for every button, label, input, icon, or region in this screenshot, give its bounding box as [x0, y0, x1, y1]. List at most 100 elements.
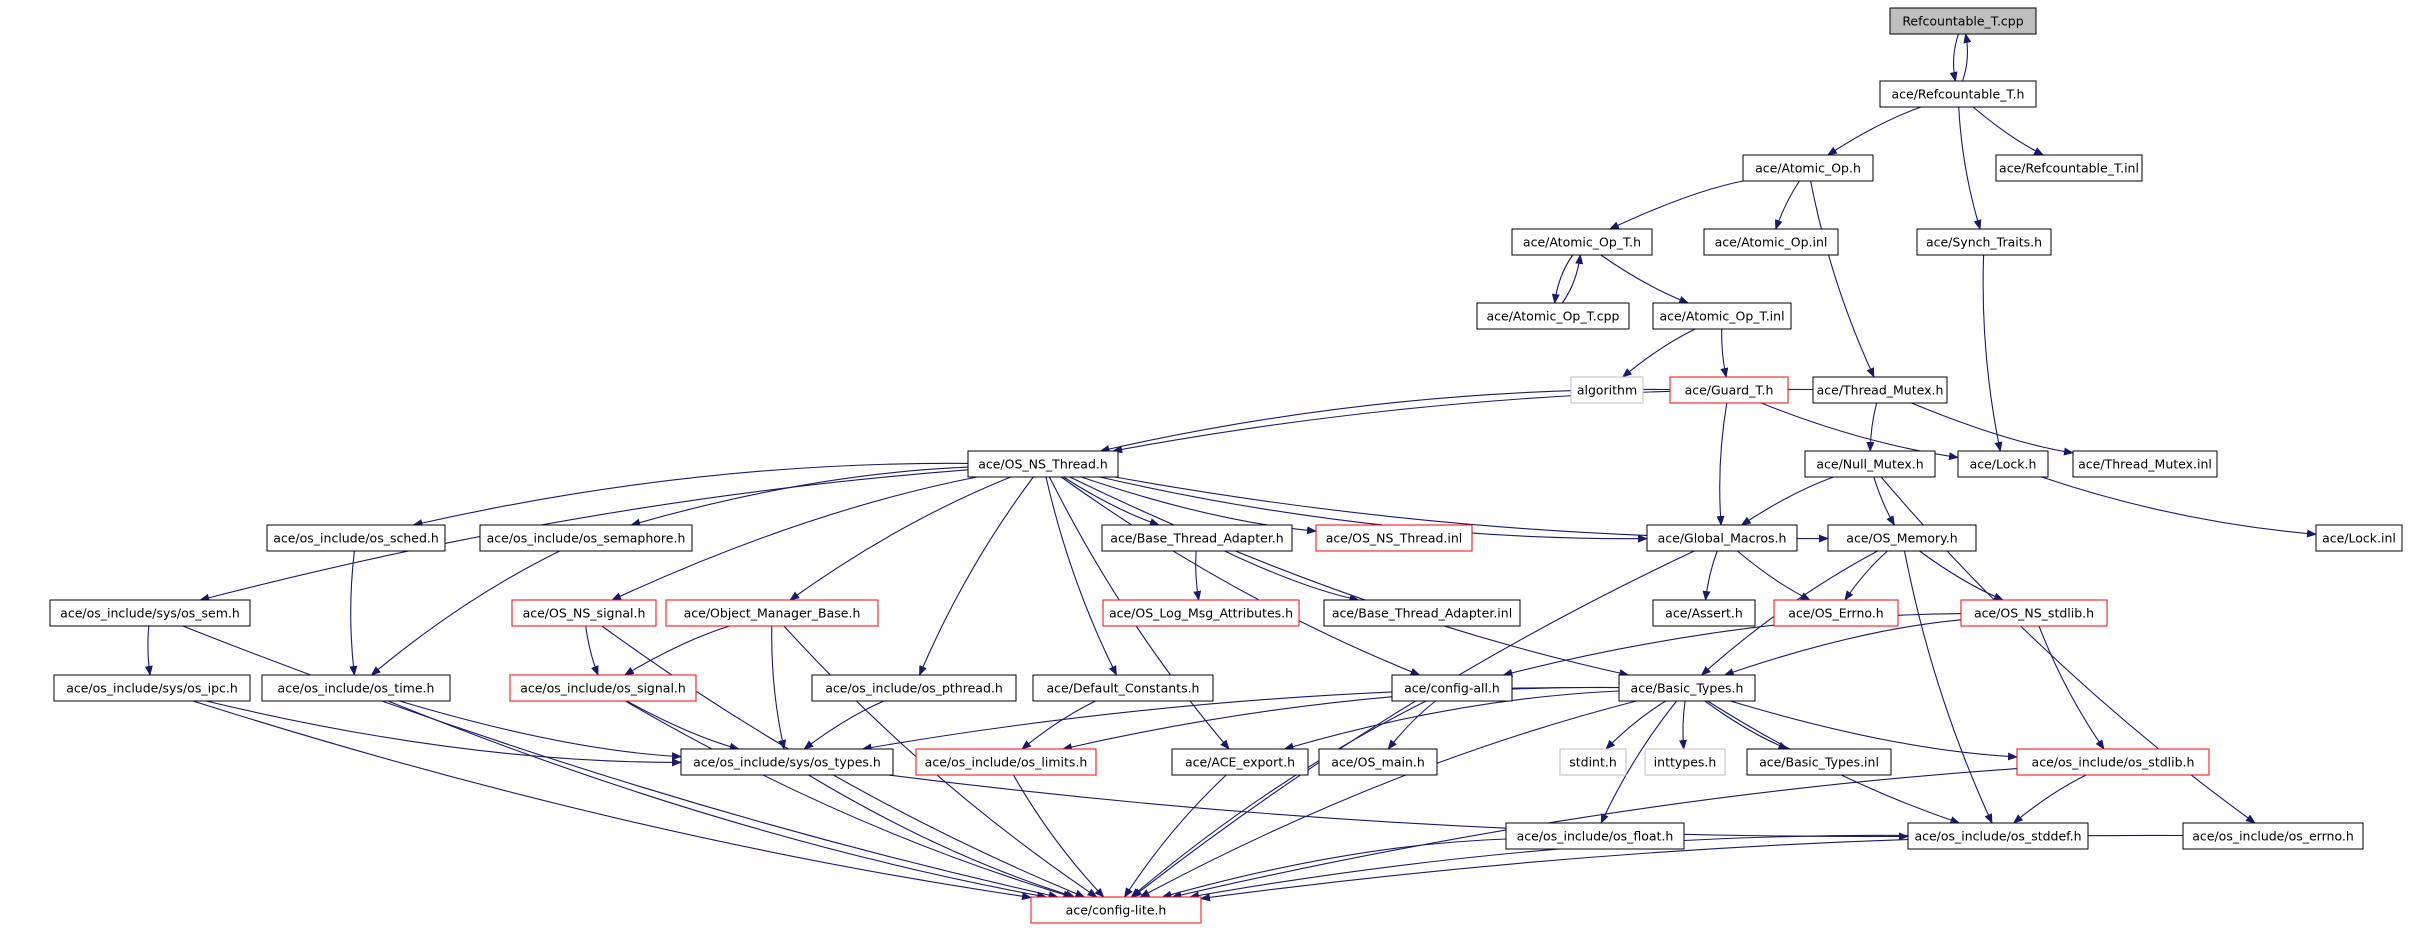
node-ace-global-macros-h[interactable]: ace/Global_Macros.h [1646, 524, 1798, 552]
node-ace-atomic-op-inl[interactable]: ace/Atomic_Op.inl [1703, 228, 1839, 256]
node-box [2016, 748, 2210, 776]
node-algorithm: algorithm [1570, 376, 1644, 404]
node-ace-refcountable-t-h[interactable]: ace/Refcountable_T.h [1879, 80, 2037, 108]
node-ace-os-include-os-stddef-h[interactable]: ace/os_include/os_stddef.h [1907, 822, 2089, 850]
node-ace-atomic-op-t-cpp[interactable]: ace/Atomic_Op_T.cpp [1476, 302, 1630, 330]
node-ace-os-include-os-stdlib-h[interactable]: ace/os_include/os_stdlib.h [2016, 748, 2210, 776]
node-ace-os-include-sys-os-ipc-h[interactable]: ace/os_include/sys/os_ipc.h [53, 674, 251, 702]
node-box [1960, 599, 2108, 627]
node-label: ace/Global_Macros.h [1658, 531, 1787, 546]
node-label: ace/Base_Thread_Adapter.h [1110, 531, 1283, 546]
node-box [1505, 822, 1685, 850]
edge-ace-os-include-sys-os-types-h-to-ace-config-lite-h [808, 774, 1076, 899]
node-ace-os-ns-thread-inl[interactable]: ace/OS_NS_Thread.inl [1315, 524, 1473, 552]
node-ace-thread-mutex-inl[interactable]: ace/Thread_Mutex.inl [2072, 450, 2218, 478]
node-box [49, 599, 251, 627]
node-label: ace/Lock.h [1970, 457, 2037, 472]
node-label: ace/Atomic_Op_T.cpp [1487, 309, 1620, 324]
node-ace-os-include-os-errno-h[interactable]: ace/os_include/os_errno.h [2182, 822, 2364, 850]
node-ace-os-include-os-pthread-h[interactable]: ace/os_include/os_pthread.h [811, 674, 1017, 702]
node-box [1032, 674, 1214, 702]
node-ace-basic-types-inl[interactable]: ace/Basic_Types.inl [1746, 748, 1892, 776]
node-box [680, 748, 894, 776]
node-box [1644, 748, 1726, 776]
node-ace-os-log-msg-attributes-h[interactable]: ace/OS_Log_Msg_Attributes.h [1102, 599, 1300, 627]
edge-ace-atomic-op-t-h-to-ace-atomic-op-t-cpp [1551, 254, 1574, 304]
node-label: ace/Basic_Types.h [1631, 681, 1744, 696]
node-ace-null-mutex-h[interactable]: ace/Null_Mutex.h [1804, 450, 1936, 478]
node-ace-assert-h[interactable]: ace/Assert.h [1652, 599, 1756, 627]
node-label: ace/OS_NS_stdlib.h [1974, 606, 2094, 621]
node-label: ace/Synch_Traits.h [1926, 235, 2042, 250]
node-ace-guard-t-h[interactable]: ace/Guard_T.h [1669, 376, 1789, 404]
edge-ace-os-ns-thread-h-to-ace-object-manager-base-h [789, 476, 1012, 601]
edge-ace-basic-types-h-to-ace-config-lite-h [1139, 700, 1637, 898]
node-box [1916, 228, 2052, 256]
node-box [1827, 524, 1977, 552]
node-ace-os-errno-h[interactable]: ace/OS_Errno.h [1773, 599, 1899, 627]
node-ace-os-include-os-sched-h[interactable]: ace/os_include/os_sched.h [266, 524, 446, 552]
node-ace-atomic-op-t-h[interactable]: ace/Atomic_Op_T.h [1511, 228, 1653, 256]
node-ace-os-include-os-signal-h[interactable]: ace/os_include/os_signal.h [509, 674, 697, 702]
node-ace-basic-types-h[interactable]: ace/Basic_Types.h [1618, 674, 1756, 702]
edge-ace-object-manager-base-h-to-ace-os-include-sys-os-types-h [771, 625, 787, 750]
node-label: ace/Default_Constants.h [1047, 681, 1200, 696]
node-box [1669, 376, 1789, 404]
edge-ace-os-include-os-stdlib-h-to-ace-config-lite-h [1171, 768, 2018, 899]
node-box [1646, 524, 1798, 552]
node-label: ace/OS_main.h [1331, 755, 1425, 770]
node-ace-os-include-os-float-h[interactable]: ace/os_include/os_float.h [1505, 822, 1685, 850]
node-box [665, 599, 879, 627]
node-ace-os-include-sys-os-types-h[interactable]: ace/os_include/sys/os_types.h [680, 748, 894, 776]
node-ace-os-ns-thread-h[interactable]: ace/OS_NS_Thread.h [967, 450, 1119, 478]
node-box [1907, 822, 2089, 850]
node-box [53, 674, 251, 702]
edge-ace-atomic-op-h-to-ace-thread-mutex-h [1810, 180, 1875, 378]
node-box [1618, 674, 1756, 702]
node-ace-lock-h[interactable]: ace/Lock.h [1957, 450, 2049, 478]
edge-ace-os-ns-thread-h-to-ace-global-macros-h [1099, 476, 1648, 543]
edge-ace-os-include-os-limits-h-to-ace-config-lite-h [1012, 774, 1105, 898]
node-ace-os-include-os-limits-h[interactable]: ace/os_include/os_limits.h [915, 748, 1097, 776]
node-ace-os-memory-h[interactable]: ace/OS_Memory.h [1827, 524, 1977, 552]
node-ace-ace-export-h[interactable]: ace/ACE_export.h [1171, 748, 1309, 776]
node-ace-default-constants-h[interactable]: ace/Default_Constants.h [1032, 674, 1214, 702]
node-ace-os-ns-stdlib-h[interactable]: ace/OS_NS_stdlib.h [1960, 599, 2108, 627]
node-label: ace/os_include/os_signal.h [520, 681, 686, 696]
node-ace-atomic-op-t-inl[interactable]: ace/Atomic_Op_T.inl [1652, 302, 1792, 330]
node-ace-os-include-os-time-h[interactable]: ace/os_include/os_time.h [261, 674, 451, 702]
node-label: ace/Atomic_Op.inl [1715, 235, 1828, 250]
edge-ace-os-include-os-time-h-to-ace-os-include-sys-os-types-h [399, 700, 682, 761]
edge-ace-refcountable-t-h-to-ace-atomic-op-h [1827, 106, 1922, 156]
edge-ace-os-ns-thread-h-to-ace-os-include-os-pthread-h [918, 476, 1034, 676]
node-ace-lock-inl[interactable]: ace/Lock.inl [2315, 524, 2403, 552]
node-ace-object-manager-base-h[interactable]: ace/Object_Manager_Base.h [665, 599, 879, 627]
node-box [2315, 524, 2403, 552]
node-ace-config-lite-h[interactable]: ace/config-lite.h [1030, 896, 1202, 924]
edge-ace-os-include-os-time-h-to-ace-config-lite-h [387, 700, 1047, 900]
node-box [261, 674, 451, 702]
node-ace-config-all-h[interactable]: ace/config-all.h [1391, 674, 1513, 702]
node-ace-os-include-os-semaphore-h[interactable]: ace/os_include/os_semaphore.h [479, 524, 693, 552]
node-box [1101, 524, 1293, 552]
node-label: ace/os_include/os_stdlib.h [2032, 755, 2195, 770]
edge-ace-os-ns-thread-h-to-ace-config-all-h [1060, 476, 1421, 676]
node-box [1030, 896, 1202, 924]
node-ace-os-main-h[interactable]: ace/OS_main.h [1318, 748, 1438, 776]
node-ace-base-thread-adapter-inl[interactable]: ace/Base_Thread_Adapter.inl [1323, 599, 1521, 627]
node-ace-base-thread-adapter-h[interactable]: ace/Base_Thread_Adapter.h [1101, 524, 1293, 552]
node-ace-thread-mutex-h[interactable]: ace/Thread_Mutex.h [1812, 376, 1948, 404]
edge-ace-atomic-op-t-h-to-ace-atomic-op-t-inl [1600, 254, 1690, 304]
node-ace-refcountable-t-inl[interactable]: ace/Refcountable_T.inl [1995, 154, 2143, 182]
edge-ace-guard-t-h-to-ace-lock-h [1760, 402, 1959, 461]
node-ace-os-ns-signal-h[interactable]: ace/OS_NS_signal.h [511, 599, 657, 627]
node-label: ace/os_include/os_float.h [1517, 829, 1674, 844]
node-box [2072, 450, 2218, 478]
node-ace-synch-traits-h[interactable]: ace/Synch_Traits.h [1916, 228, 2052, 256]
edge-ace-refcountable-t-h-to-ace-synch-traits-h [1958, 106, 1982, 230]
node-ace-atomic-op-h[interactable]: ace/Atomic_Op.h [1742, 154, 1874, 182]
node-box [1391, 674, 1513, 702]
node-ace-os-include-sys-os-sem-h[interactable]: ace/os_include/sys/os_sem.h [49, 599, 251, 627]
node-refcountable-t-cpp[interactable]: Refcountable_T.cpp [1889, 7, 2037, 35]
